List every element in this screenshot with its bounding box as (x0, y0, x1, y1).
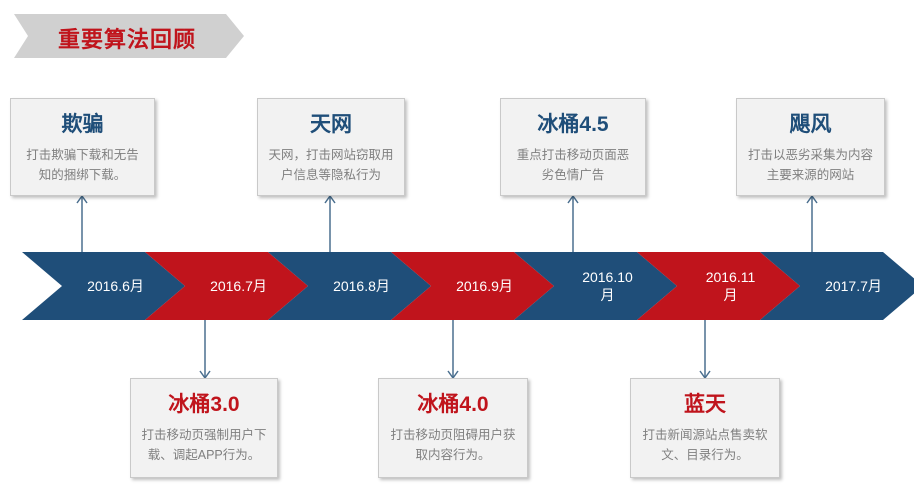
timeline-date-label: 2016.7月 (210, 278, 267, 294)
event-title: 欺骗 (61, 113, 104, 136)
timeline-chevron (391, 252, 554, 320)
event-desc: 重点打击移动页面恶劣色情广告 (516, 148, 630, 182)
event-box-lantian: 蓝天 打击新闻源站点售卖软文、目录行为。 (630, 378, 780, 478)
event-box-bingtong-3-0: 冰桶3.0 打击移动页强制用户下载、调起APP行为。 (130, 378, 278, 478)
connector-arrowhead (567, 194, 579, 204)
event-desc: 打击移动页强制用户下载、调起APP行为。 (141, 428, 267, 462)
event-desc: 打击以恶劣采集为内容主要来源的网站 (747, 148, 873, 182)
banner-arrow-shape (14, 14, 244, 58)
event-box-bingtong-4-5: 冰桶4.5 重点打击移动页面恶劣色情广告 (500, 98, 646, 196)
connector-arrowhead (806, 194, 818, 204)
event-box-tianwang: 天网 天网，打击网站窃取用户信息等隐私行为 (257, 98, 405, 196)
timeline-chevron (145, 252, 308, 320)
event-desc: 打击欺骗下载和无告知的捆绑下载。 (26, 148, 139, 182)
event-title: 冰桶4.0 (417, 393, 489, 416)
event-desc: 天网，打击网站窃取用户信息等隐私行为 (268, 148, 394, 182)
connector-arrowhead (76, 194, 88, 204)
event-box-jufeng: 飓风 打击以恶劣采集为内容主要来源的网站 (736, 98, 885, 196)
timeline-chevron (514, 252, 677, 320)
timeline-chevron (268, 252, 431, 320)
timeline-date-label: 2016.9月 (456, 278, 513, 294)
event-title: 蓝天 (684, 393, 726, 416)
event-box-bingtong-4-0: 冰桶4.0 打击移动页阻碍用户获取内容行为。 (378, 378, 528, 478)
timeline-date-label: 2016.8月 (333, 278, 390, 294)
timeline-date-label: 2017.7月 (825, 278, 882, 294)
event-title: 冰桶4.5 (537, 113, 609, 136)
timeline-chevron (22, 252, 185, 320)
event-title: 飓风 (789, 113, 832, 136)
event-title: 天网 (310, 113, 352, 136)
event-desc: 打击新闻源站点售卖软文、目录行为。 (642, 428, 768, 462)
timeline-chevron (760, 252, 914, 320)
event-desc: 打击移动页阻碍用户获取内容行为。 (390, 428, 516, 462)
event-title: 冰桶3.0 (168, 393, 240, 416)
page-title: 重要算法回顾 (58, 27, 197, 52)
timeline-date-label: 2016.6月 (87, 278, 144, 294)
connector-arrowhead (324, 194, 336, 204)
event-box-qipian: 欺骗 打击欺骗下载和无告知的捆绑下载。 (10, 98, 155, 196)
title-banner: 重要算法回顾 (14, 14, 244, 58)
timeline-chevron (637, 252, 800, 320)
